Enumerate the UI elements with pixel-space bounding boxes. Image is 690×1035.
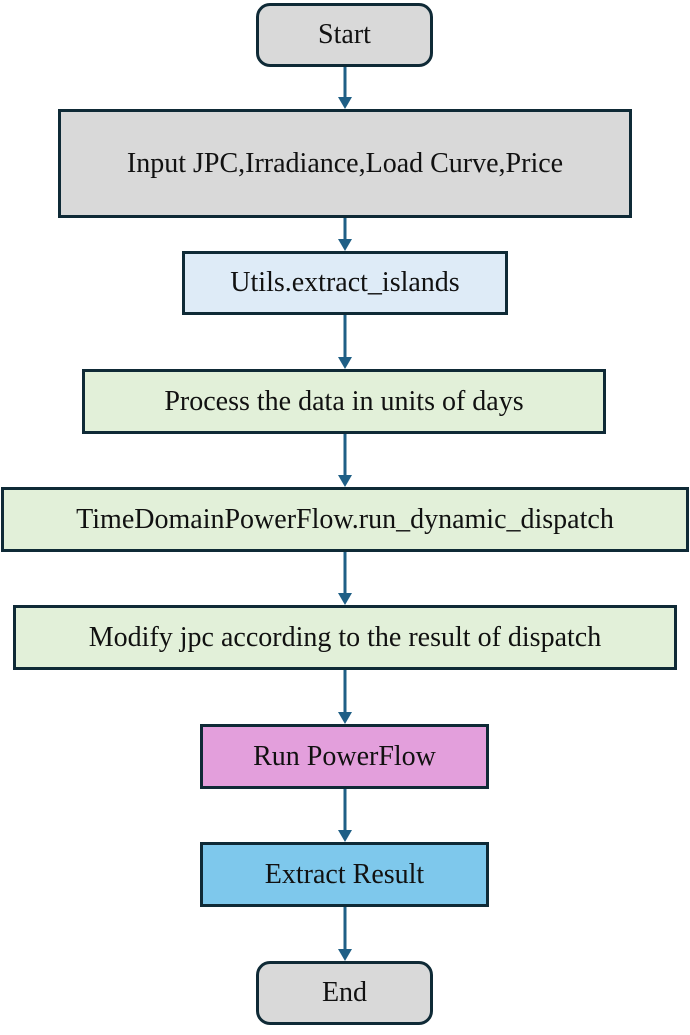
arrowhead [338,357,352,369]
connector-arrow-extract-result-to-end [338,907,352,961]
connector-arrow-modify-jpc-to-run-powerflow [338,670,352,724]
connector-arrow-input-to-extract-islands [338,218,352,251]
extract-islands-node: Utils.extract_islands [182,251,508,315]
extract-result-label: Extract Result [264,858,425,890]
extract-islands-label: Utils.extract_islands [230,267,460,298]
run-powerflow-label: Run PowerFlow [253,740,436,772]
connector-arrow-extract-islands-to-process-days [338,315,352,369]
modify-jpc-node: Modify jpc according to the result of di… [13,605,677,670]
arrowhead [338,475,352,487]
process-days-label: Process the data in units of days [164,385,524,417]
start-label: Start [318,19,371,50]
arrowhead [338,712,352,724]
extract-result-node: Extract Result [200,842,489,907]
input-data-label: Input JPC,Irradiance,Load Curve,Price [126,147,564,179]
dynamic-dispatch-node: TimeDomainPowerFlow.run_dynamic_dispatch [1,487,689,552]
arrowhead [338,239,352,251]
connector-arrow-run-powerflow-to-extract-result [338,789,352,842]
connector-arrow-dynamic-dispatch-to-modify-jpc [338,552,352,605]
end-label: End [321,977,368,1008]
modify-jpc-label: Modify jpc according to the result of di… [88,621,602,653]
start-node: Start [256,3,433,67]
connector-arrow-process-days-to-dynamic-dispatch [338,434,352,487]
dynamic-dispatch-label: TimeDomainPowerFlow.run_dynamic_dispatch [76,503,614,535]
input-data-node: Input JPC,Irradiance,Load Curve,Price [58,109,632,218]
arrowhead [338,97,352,109]
arrowhead [338,830,352,842]
process-days-node: Process the data in units of days [82,369,606,434]
arrowhead [338,949,352,961]
arrowhead [338,593,352,605]
end-node: End [256,961,433,1025]
connector-arrow-start-to-input [338,67,352,109]
run-powerflow-node: Run PowerFlow [200,724,489,789]
